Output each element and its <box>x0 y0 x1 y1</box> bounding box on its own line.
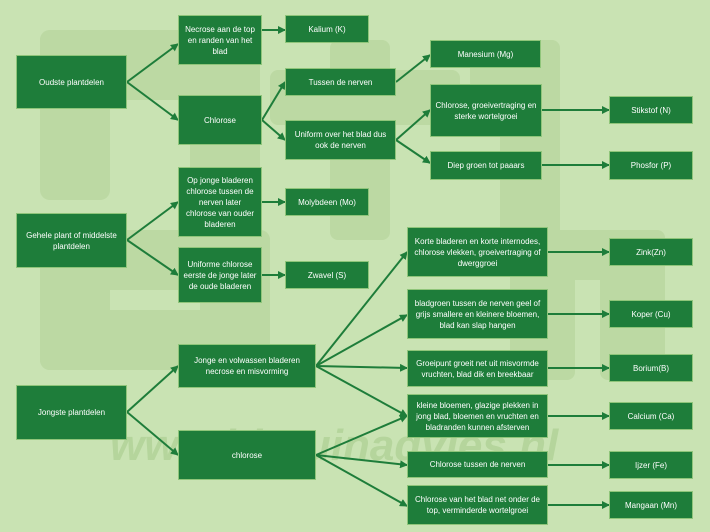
edge-tussen-magnesium <box>395 54 431 83</box>
node-bladgroen-tussen: bladgroen tussen de nerven geel of grijs… <box>407 289 548 339</box>
edge-necrosejong-kleine <box>315 365 408 417</box>
node-zwavel: Zwavel (S) <box>285 261 369 289</box>
node-diep-groen: Diep groen tot paaars <box>430 151 542 180</box>
edge-chlorose-uniform <box>261 119 286 141</box>
edge-necrosejong-bladgroen <box>315 314 408 367</box>
node-jonge-volwassen-necrose: Jonge en volwassen bladeren necrose en m… <box>178 344 316 388</box>
edge-uniform-diepgroen <box>395 139 431 164</box>
edge-chlorose-tussen <box>261 81 286 121</box>
edge-uniform-chlorosegroei <box>395 109 431 141</box>
edge-jongste-necrosejong <box>126 365 179 413</box>
node-phosfor: Phosfor (P) <box>609 151 693 180</box>
edge-chlorosejong-kleine <box>315 415 408 456</box>
edge-jongste-chlorosejong <box>126 411 179 456</box>
edge-oudste-chlorose <box>126 81 179 121</box>
edge-necrosejong-groeipunt <box>315 363 408 372</box>
node-mangaan: Mangaan (Mn) <box>609 491 693 519</box>
node-zink: Zink(Zn) <box>609 238 693 266</box>
edge-gehele-jongebladeren <box>126 201 179 241</box>
node-groeipunt: Groeipunt groeit net uit misvormde vruch… <box>407 350 548 387</box>
node-ijzer: Ijzer (Fe) <box>609 451 693 479</box>
edge-chlorosejong-onder <box>315 454 408 507</box>
node-stikstof: Stikstof (N) <box>609 96 693 124</box>
node-chlorose-blad-onder-top: Chlorose van het blad net onder de top, … <box>407 485 548 525</box>
node-kleine-bloemen: kleine bloemen, glazige plekken in jong … <box>407 394 548 438</box>
node-tussen-de-nerven: Tussen de nerven <box>285 68 396 96</box>
node-chlorose-oud: Chlorose <box>178 95 262 145</box>
edge-necrosejong-korte <box>315 251 408 367</box>
node-uniform-over-blad: Uniform over het blad dus ook de nerven <box>285 120 396 160</box>
node-oudste-plantdelen: Oudste plantdelen <box>16 55 127 109</box>
node-magnesium: Manesium (Mg) <box>430 40 541 68</box>
node-kalium: Kalium (K) <box>285 15 369 43</box>
node-chlorose-tussen-nerven: Chlorose tussen de nerven <box>407 451 548 478</box>
node-necrose-top: Necrose aan de top en randen van het bla… <box>178 15 262 65</box>
node-borium: Borium(B) <box>609 354 693 382</box>
node-uniforme-chlorose: Uniforme chlorose eerste de jonge later … <box>178 247 262 303</box>
node-gehele-plant: Gehele plant of middelste plantdelen <box>16 213 127 268</box>
edge-chlorosejong-tussen <box>315 454 408 469</box>
node-chlorose-groeivertraging: Chlorose, groeivertraging en sterke wort… <box>430 84 542 137</box>
node-korte-bladeren: Korte bladeren en korte internodes, chlo… <box>407 227 548 277</box>
edge-gehele-uniforme <box>126 239 179 276</box>
edge-oudste-necrose <box>126 43 179 83</box>
node-jongste-plantdelen: Jongste plantdelen <box>16 385 127 440</box>
node-molybdeen: Molybdeen (Mo) <box>285 188 369 216</box>
node-jonge-bladeren-chlorose: Op jonge bladeren chlorose tussen de ner… <box>178 167 262 237</box>
node-calcium: Calcium (Ca) <box>609 402 693 430</box>
node-chlorose-jong: chlorose <box>178 430 316 480</box>
node-koper: Koper (Cu) <box>609 300 693 328</box>
